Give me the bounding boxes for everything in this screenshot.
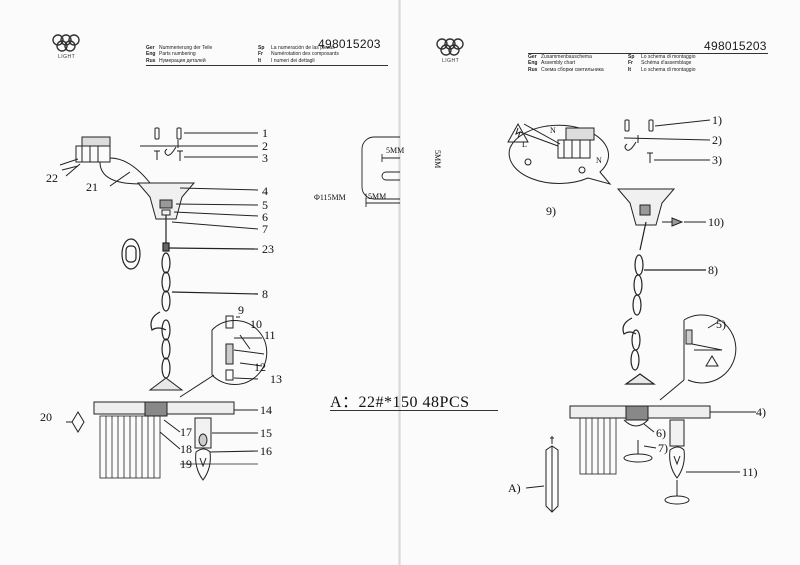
crystal-prisms-icon [99, 415, 258, 479]
lampholder-detail-icon [179, 315, 268, 398]
crystal-prism-icon [525, 436, 559, 513]
step-label: 3) [712, 153, 722, 167]
chain-icon [150, 215, 259, 379]
part-number: 18 [180, 442, 192, 456]
canopy-icon [136, 182, 259, 230]
mounting-hardware-icon [140, 127, 258, 161]
header-rule [146, 65, 388, 66]
step-label: 5) [716, 317, 726, 331]
crystal-spec-caption: A：22#*150 48PCS [330, 394, 470, 411]
part-number: 20 [40, 410, 52, 424]
bulb-socket-icon [159, 417, 259, 481]
step-label: 2) [712, 133, 722, 147]
bracket-icon [148, 377, 184, 391]
part-number: 3 [262, 151, 268, 165]
wiring-detail-icon [507, 122, 612, 185]
logo-word: LIGHT [442, 58, 460, 64]
part-number: 16 [260, 444, 272, 458]
crystal-prisms-icon [579, 417, 617, 475]
step-label: 10) [708, 215, 724, 229]
slot-width-label: 5MM [386, 146, 405, 155]
part-number: 12 [254, 360, 266, 374]
mounting-plate-dimension-icon [361, 136, 400, 207]
part-number: 13 [270, 372, 282, 386]
part-number: 22 [46, 171, 58, 185]
step-label: 11) [742, 465, 758, 479]
part-number: 23 [262, 242, 274, 256]
part-number: 2 [262, 139, 268, 153]
wire-label-n: N [550, 126, 556, 135]
wire-label-l: L [522, 140, 527, 149]
part-number: 10 [250, 317, 262, 331]
chain-link-detail-icon [121, 238, 141, 270]
part-number: 14 [260, 403, 272, 417]
product-code: 498015203 [704, 39, 767, 53]
part-number: 11 [264, 328, 276, 342]
step-label: 4) [756, 405, 766, 419]
slot-spacing-label: 15MM [364, 192, 387, 201]
part-number: 9 [238, 303, 244, 317]
left-diagram [52, 34, 400, 481]
part-number: 5 [262, 198, 268, 212]
mw-logo-icon [436, 38, 464, 56]
connector-detail-icon [659, 314, 737, 401]
step-label: A) [508, 481, 521, 495]
part-number: 6 [262, 210, 268, 224]
product-code: 498015203 [318, 37, 381, 51]
part-number: 7 [262, 222, 268, 236]
part-number: 8 [262, 287, 268, 301]
page-fold [398, 0, 401, 565]
right-diagram [436, 38, 756, 513]
part-number: 17 [180, 425, 192, 439]
part-number: 15 [260, 426, 272, 440]
mw-logo-icon [52, 34, 80, 52]
crystal-pendant-icon [66, 411, 85, 433]
header-rule [528, 53, 768, 54]
socket-cup-icon [623, 419, 685, 463]
step-label: 6) [656, 426, 666, 440]
part-number: 4 [262, 184, 268, 198]
canopy-icon [616, 188, 706, 227]
canopy-diameter-label: Φ115MM [314, 193, 346, 202]
part-number: 1 [262, 126, 268, 140]
part-number: 21 [86, 180, 98, 194]
chain-icon [622, 221, 706, 385]
logo-word: LIGHT [58, 54, 76, 60]
step-label: 8) [708, 263, 718, 277]
frame-ring-icon [93, 401, 258, 417]
part-number: 19 [180, 457, 192, 471]
step-label: 7) [658, 441, 668, 455]
terminal-block-icon [59, 136, 151, 187]
wire-label-n2: N [596, 156, 602, 165]
frame-ring-icon [569, 405, 756, 421]
mounting-hardware-icon [623, 119, 711, 163]
step-label: 9) [546, 204, 556, 218]
caption-underline [330, 410, 498, 411]
bulb-icon [664, 446, 740, 505]
step-label: 1) [712, 113, 722, 127]
